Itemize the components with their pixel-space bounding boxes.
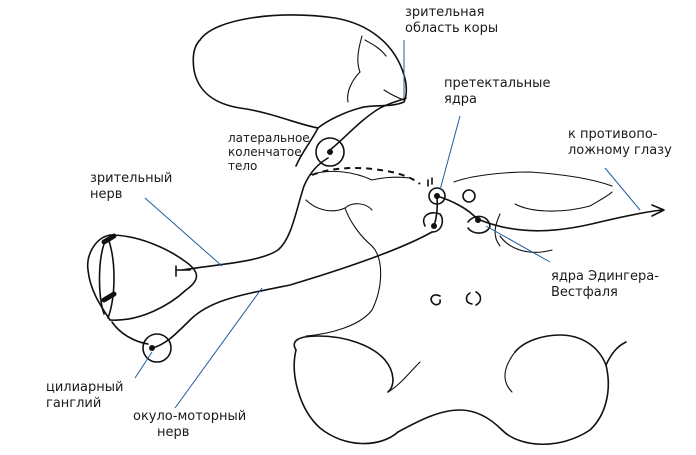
dashed-pathway bbox=[311, 166, 421, 185]
pretectal-to-ew-left bbox=[433, 195, 439, 227]
label-contralateral-eye: к противопо- ложному глазу bbox=[568, 127, 672, 159]
oculomotor-nerve bbox=[151, 231, 433, 349]
label-leaders bbox=[134, 40, 641, 409]
optic-nerve bbox=[181, 157, 329, 271]
label-line: Вестфаля bbox=[551, 285, 618, 300]
label-line: ядра bbox=[444, 92, 478, 107]
eyeball bbox=[86, 233, 198, 321]
label-visual-cortex: зрительная область коры bbox=[405, 5, 498, 37]
label-line: претектальные bbox=[444, 76, 551, 91]
label-line: латеральное bbox=[228, 131, 310, 145]
label-line: нерв bbox=[157, 425, 190, 440]
label-line: ядра Эдингера- bbox=[551, 269, 659, 284]
label-line: ганглий bbox=[46, 396, 102, 411]
pretectal-to-ew-right bbox=[436, 195, 479, 221]
label-line: область коры bbox=[405, 21, 499, 36]
label-line: к противопо- bbox=[568, 127, 658, 142]
label-line: зрительная bbox=[405, 5, 485, 20]
synapse-dots bbox=[149, 149, 481, 351]
label-ciliary-ganglion: цилиарный ганглий bbox=[46, 380, 124, 412]
label-line: ложному глазу bbox=[568, 143, 672, 158]
label-line: цилиарный bbox=[46, 380, 124, 395]
ciliary-ganglion-circle bbox=[142, 333, 172, 363]
cerebral-hemisphere bbox=[192, 14, 408, 167]
brainstem bbox=[293, 170, 627, 445]
short-ciliary-nerve bbox=[111, 321, 149, 345]
label-edinger-westphal: ядра Эдингера- Вестфаля bbox=[551, 269, 659, 301]
optic-radiation bbox=[329, 97, 407, 151]
contralateral-arrowhead bbox=[651, 204, 665, 217]
pretectal-ticks bbox=[427, 177, 433, 187]
label-optic-nerve: зрительный нерв bbox=[90, 171, 172, 203]
label-pretectal-nuclei: претектальные ядра bbox=[444, 76, 550, 108]
label-oculomotor-nerve: окуло-моторный нерв bbox=[133, 409, 246, 441]
label-line: коленчатое bbox=[228, 145, 302, 159]
label-line: тело bbox=[228, 159, 258, 173]
label-line: окуло-моторный bbox=[133, 409, 247, 424]
label-line: нерв bbox=[90, 187, 123, 202]
brainstem-nuclei bbox=[422, 189, 491, 306]
label-line: зрительный bbox=[90, 171, 173, 186]
contralateral-arrow-line bbox=[479, 209, 663, 232]
lgn-circle bbox=[315, 137, 345, 167]
label-lateral-geniculate: латеральное коленчатое тело bbox=[228, 131, 310, 173]
